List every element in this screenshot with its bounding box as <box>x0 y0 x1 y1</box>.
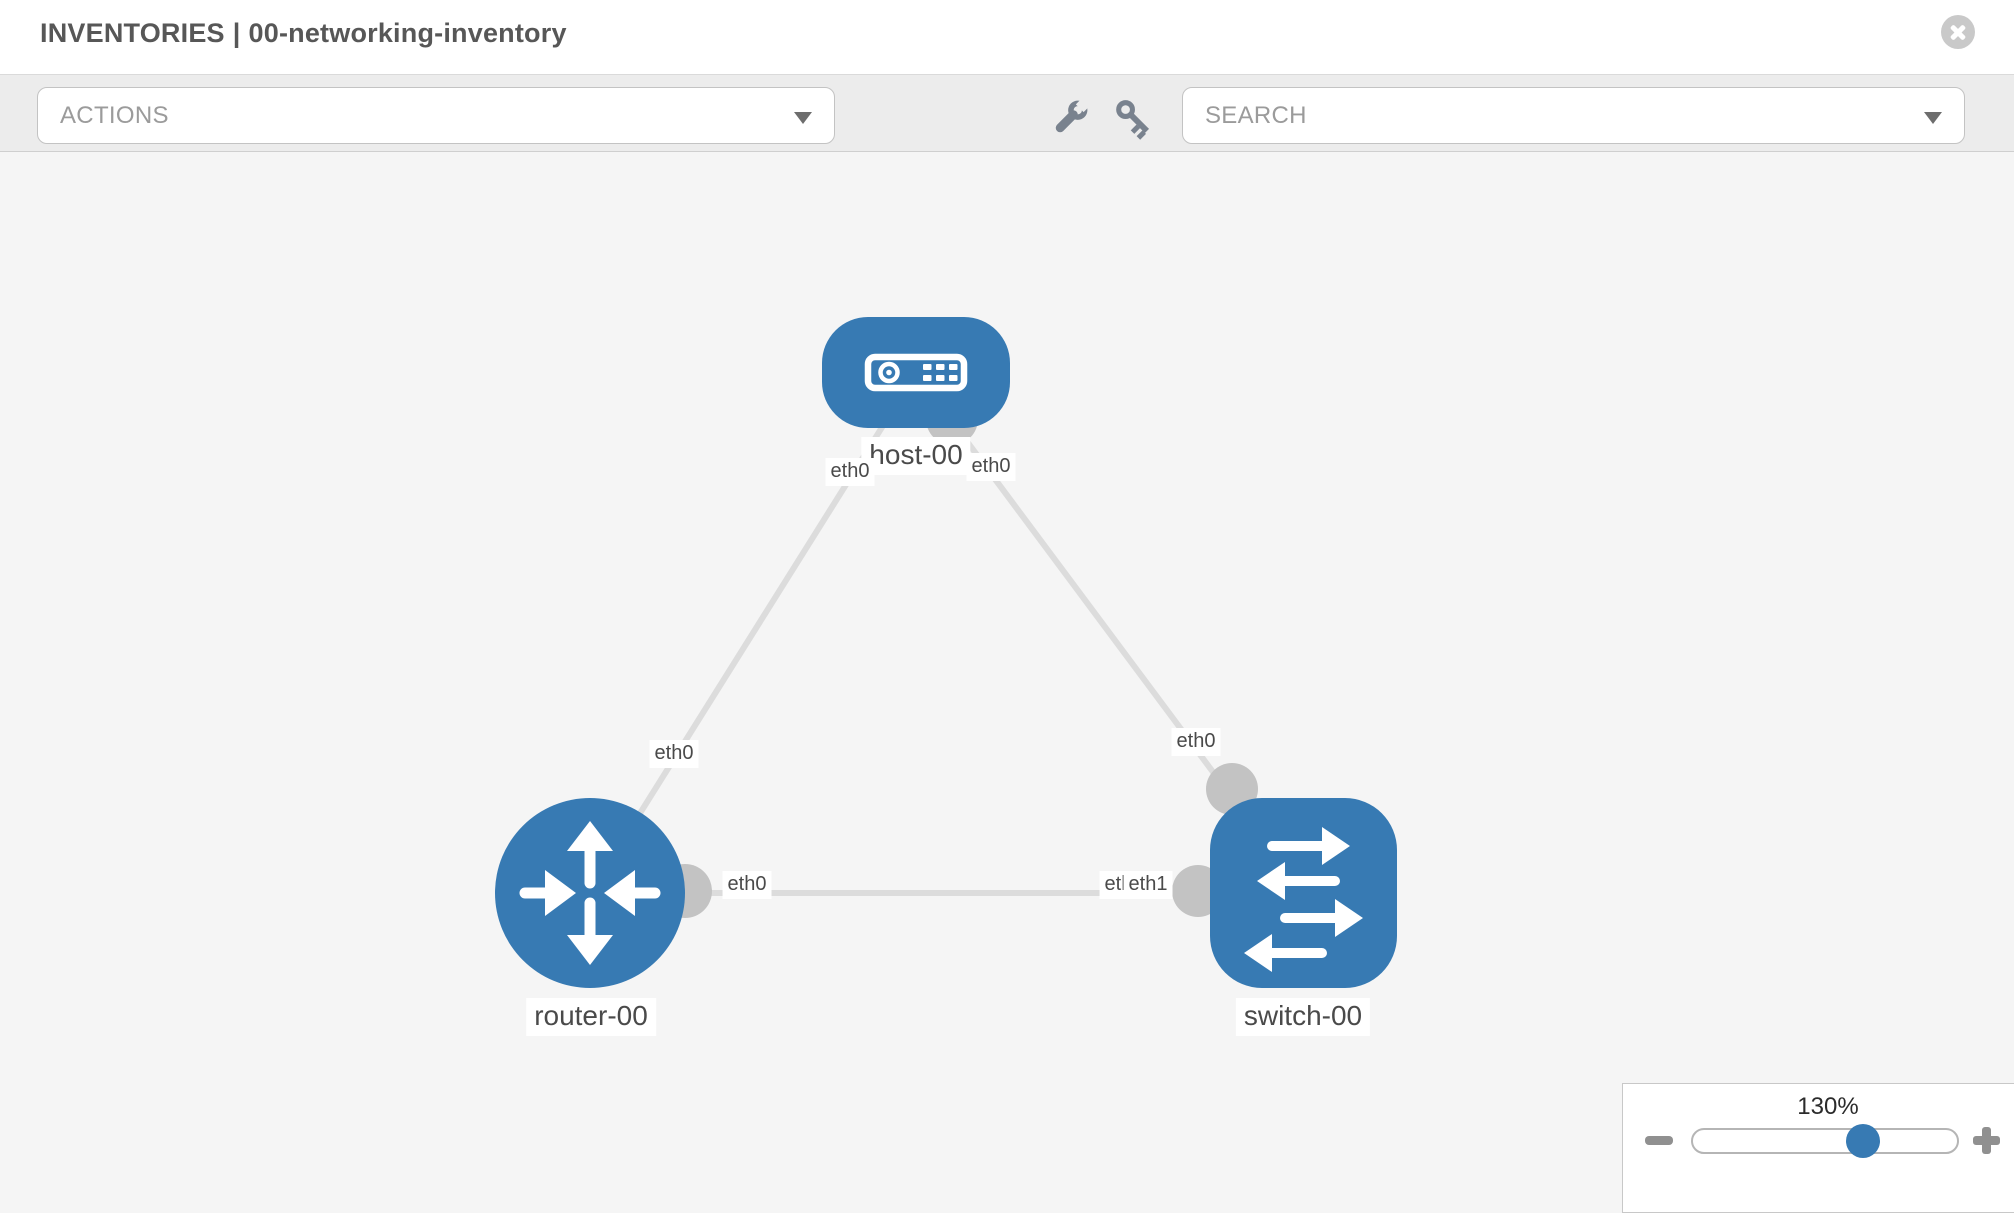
page-title: INVENTORIES|00-networking-inventory <box>40 18 567 49</box>
zoom-slider-thumb[interactable] <box>1846 1124 1880 1158</box>
inventory-name: 00-networking-inventory <box>248 18 567 48</box>
wrench-button[interactable] <box>1048 96 1092 140</box>
wrench-icon <box>1055 97 1091 133</box>
breadcrumb-section: INVENTORIES <box>40 18 225 48</box>
zoom-panel: 130% <box>1622 1083 2014 1213</box>
switch-icon <box>1244 827 1363 972</box>
node-router-00[interactable] <box>495 798 685 988</box>
key-icon <box>1116 100 1150 140</box>
node-label-host: host-00 <box>861 437 971 475</box>
actions-dropdown[interactable]: ACTIONS <box>37 87 835 144</box>
zoom-out-button[interactable] <box>1645 1136 1673 1145</box>
node-label-router: router-00 <box>526 998 656 1036</box>
toolbar: ACTIONS SEARCH <box>0 74 2014 152</box>
iface-label-host-left: eth0 <box>825 458 875 486</box>
iface-label-switch-left-over: eth1 <box>1123 871 1173 899</box>
zoom-slider-track[interactable] <box>1691 1128 1959 1154</box>
node-host-00[interactable] <box>822 317 1010 428</box>
zoom-level-value: 130% <box>1797 1093 1859 1120</box>
key-button[interactable] <box>1112 96 1156 140</box>
plus-icon <box>1982 1127 1991 1154</box>
node-label-switch: switch-00 <box>1235 998 1371 1036</box>
chevron-down-icon <box>794 112 812 124</box>
search-dropdown-placeholder: SEARCH <box>1205 101 1307 129</box>
iface-label-router-right: eth0 <box>722 871 772 899</box>
topology-links-layer <box>587 371 1306 918</box>
header-bar: INVENTORIES|00-networking-inventory <box>0 0 2014 74</box>
router-icon <box>519 821 661 965</box>
iface-label-router-top: eth0 <box>649 740 699 768</box>
node-switch-00[interactable] <box>1210 798 1397 988</box>
zoom-in-button[interactable] <box>1973 1127 2000 1154</box>
iface-label-host-right: eth0 <box>966 453 1016 481</box>
close-button[interactable] <box>1941 15 1975 49</box>
actions-dropdown-label: ACTIONS <box>60 101 169 129</box>
search-dropdown[interactable]: SEARCH <box>1182 87 1965 144</box>
iface-label-switch-top: eth0 <box>1171 728 1221 756</box>
breadcrumb-separator: | <box>232 18 241 48</box>
host-icon <box>864 353 968 392</box>
topology-canvas[interactable]: host-00 router-00 switch-00 eth0 eth0 et… <box>0 153 2014 1200</box>
chevron-down-icon <box>1924 112 1942 124</box>
